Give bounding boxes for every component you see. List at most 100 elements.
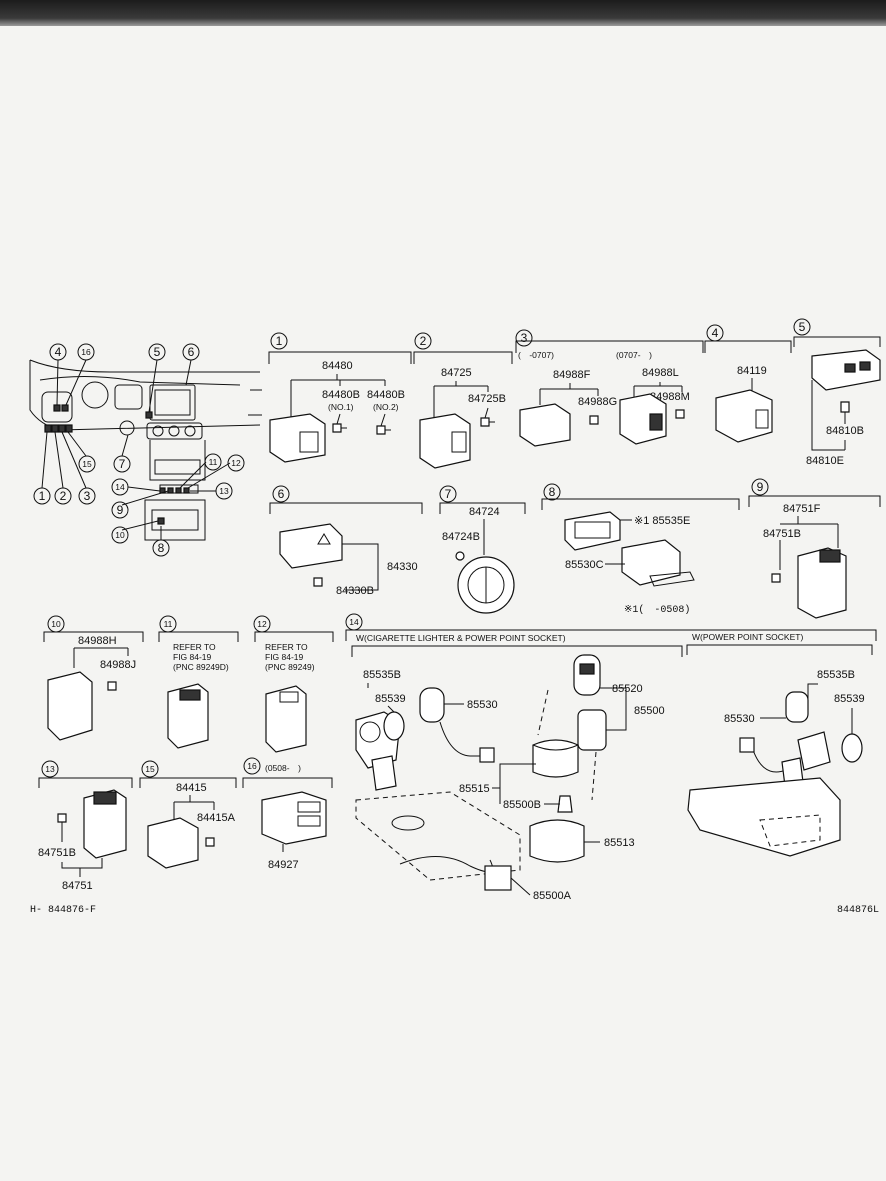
svg-text:FIG 84-19: FIG 84-19 [265,652,304,662]
svg-text:84751: 84751 [62,880,93,892]
section-15: 15 84415 84415A [139,760,237,869]
section-13: 13 84751B 84751 [38,760,133,892]
svg-text:※1 85535E: ※1 85535E [634,515,690,527]
svg-text:14: 14 [115,482,125,492]
svg-text:(NO.1): (NO.1) [328,402,354,412]
svg-text:5: 5 [154,345,161,359]
svg-text:4: 4 [55,345,62,359]
svg-text:※1( -0508): ※1( -0508) [624,604,690,616]
svg-text:16: 16 [247,761,257,771]
svg-text:85535B: 85535B [363,669,401,681]
svg-text:84415A: 84415A [197,812,236,824]
svg-text:11: 11 [209,457,218,467]
svg-text:9: 9 [117,503,124,517]
svg-text:( -0707): ( -0707) [518,350,554,360]
svg-text:84988H: 84988H [78,635,117,647]
section-10: 10 84988H 84988J [43,615,144,741]
svg-text:2: 2 [420,334,427,348]
overview-callout-1: 1 [33,487,51,505]
overview-callout-6: 6 [182,343,200,361]
svg-text:85500A: 85500A [533,890,572,902]
svg-text:84988G: 84988G [578,396,617,408]
svg-text:13: 13 [219,486,229,496]
svg-text:84751B: 84751B [38,847,76,859]
svg-text:10: 10 [51,619,61,629]
svg-text:85530: 85530 [467,699,498,711]
scan-top-edge [0,0,886,26]
section-12: 12 REFER TO FIG 84-19 (PNC 89249) [253,615,334,753]
svg-text:85515: 85515 [459,783,490,795]
svg-text:84119: 84119 [737,365,767,377]
section-1: 1 84480 84480B (NO.1) 84480B (NO.2) [268,332,412,463]
svg-text:84480B: 84480B [367,389,405,401]
svg-text:16: 16 [81,347,91,357]
overview-callout-14: 14 [111,478,129,496]
svg-text:(0508- ): (0508- ) [265,763,301,773]
svg-text:84810E: 84810E [806,455,844,467]
section-9: 9 84751F 84751B [748,478,881,619]
overview-callout-10: 10 [111,526,129,544]
svg-text:14: 14 [349,617,359,627]
svg-text:15: 15 [145,764,155,774]
overview-callout-12: 12 [227,454,245,472]
overview-callout-11: 11 [204,453,222,471]
svg-text:85520: 85520 [612,683,643,695]
svg-text:84988L: 84988L [642,367,679,379]
overview-callout-2: 2 [54,487,72,505]
svg-text:6: 6 [188,345,195,359]
svg-text:15: 15 [82,459,92,469]
svg-text:13: 13 [45,764,55,774]
svg-text:12: 12 [231,458,241,468]
svg-text:(PNC 89249): (PNC 89249) [265,662,315,672]
svg-text:85530C: 85530C [565,559,604,571]
svg-text:2: 2 [60,489,67,503]
svg-text:3: 3 [84,489,91,503]
section-8: 8 ※1 85535E 85530C ※1( -0508) [541,483,740,616]
svg-text:12: 12 [257,619,267,629]
svg-text:7: 7 [119,457,126,471]
section-7: 7 84724 84724B [439,485,526,614]
footer-left-code: H- 844876-F [30,905,96,916]
svg-text:84725B: 84725B [468,393,506,405]
svg-text:4: 4 [712,326,719,340]
svg-text:84330: 84330 [387,561,418,573]
section-11: 11 REFER TO FIG 84-19 (PNC 89249D) [158,615,239,749]
svg-text:84725: 84725 [441,367,472,379]
svg-text:85535B: 85535B [817,669,855,681]
svg-text:REFER TO: REFER TO [173,642,216,652]
svg-text:85500: 85500 [634,705,665,717]
section-14: 14 W(CIGARETTE LIGHTER & POWER POINT SOC… [345,613,877,902]
svg-text:8: 8 [549,485,556,499]
svg-text:85539: 85539 [834,693,865,705]
section-4: 4 84119 [704,324,792,443]
svg-text:10: 10 [115,530,125,540]
section-2: 2 84725 84725B [413,332,513,469]
footer-right-code: 844876L [837,905,879,916]
svg-text:W(CIGARETTE LIGHTER & POWER PO: W(CIGARETTE LIGHTER & POWER POINT SOCKET… [356,633,566,643]
svg-text:FIG 84-19: FIG 84-19 [173,652,212,662]
svg-text:85500B: 85500B [503,799,541,811]
overview-callout-8: 8 [152,539,170,557]
svg-text:1: 1 [276,334,283,348]
overview-callout-9: 9 [111,501,129,519]
overview-callout-5: 5 [148,343,166,361]
svg-text:7: 7 [445,487,452,501]
section-3: 3 ( -0707) (0707- ) 84988F 84988G 84988L… [515,329,704,447]
svg-text:(0707- ): (0707- ) [616,350,652,360]
overview-callout-15: 15 [78,455,96,473]
overview-callout-7: 7 [113,455,131,473]
svg-text:1: 1 [39,489,46,503]
svg-text:3: 3 [521,331,528,345]
svg-text:84724: 84724 [469,506,500,518]
dashboard-overview [29,359,262,541]
svg-text:REFER TO: REFER TO [265,642,308,652]
svg-text:85530: 85530 [724,713,755,725]
svg-text:8: 8 [158,541,165,555]
svg-text:84927: 84927 [268,859,299,871]
svg-text:5: 5 [799,320,806,334]
section-16: 16 (0508- ) 84927 [242,757,333,871]
svg-text:85539: 85539 [375,693,406,705]
svg-text:84480B: 84480B [322,389,360,401]
svg-text:84415: 84415 [176,782,207,794]
